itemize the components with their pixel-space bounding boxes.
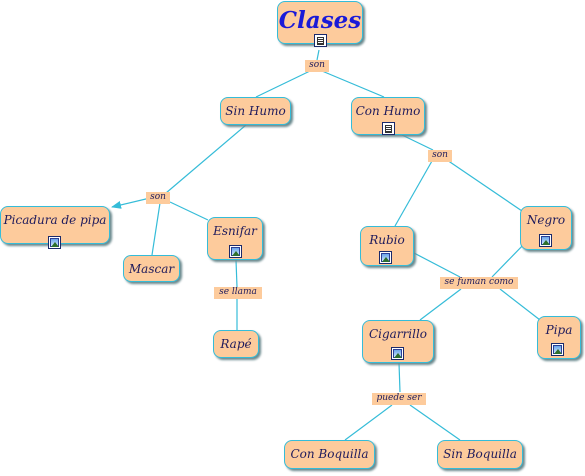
concept-node-sin-humo[interactable]: Sin Humo [220,97,291,125]
concept-label: Mascar [128,262,175,276]
concept-node-picadura-de-pipa[interactable]: Picadura de pipa [0,206,110,244]
image-icon[interactable] [391,347,404,360]
concept-label: Negro [526,213,566,227]
document-icon[interactable] [382,122,395,135]
image-icon[interactable] [229,245,242,258]
image-icon[interactable] [551,343,564,356]
link-label-son[interactable]: son [146,192,170,204]
concept-label: Sin Humo [225,104,286,118]
concept-label: Picadura de pipa [3,213,107,227]
document-icon[interactable] [314,34,327,47]
link-label-puede-ser[interactable]: puede ser [372,393,426,405]
link-label-se-llama[interactable]: se llama [214,287,262,299]
concept-node-sin-boquilla[interactable]: Sin Boquilla [437,440,523,469]
image-icon[interactable] [379,251,392,264]
link-label-son[interactable]: son [428,150,452,162]
concept-label: Esnifar [213,224,257,238]
image-icon[interactable] [48,236,61,249]
concept-label: Rubio [369,233,405,247]
concept-node-con-boquilla[interactable]: Con Boquilla [284,440,375,469]
concept-label: Cigarrillo [368,327,428,341]
concept-label: Con Boquilla [290,447,369,461]
concept-label: Con Humo [355,104,421,118]
image-icon[interactable] [539,234,552,247]
link-label-se-fuman-como[interactable]: se fuman como [440,277,518,289]
concept-label: Rapé [220,337,252,351]
concept-node-rape[interactable]: Rapé [213,330,259,358]
concept-label: Pipa [545,323,573,337]
link-label-son[interactable]: son [305,60,329,72]
concept-label: Clases [278,7,362,34]
concept-label: Sin Boquilla [443,447,517,461]
concept-node-mascar[interactable]: Mascar [123,255,180,282]
